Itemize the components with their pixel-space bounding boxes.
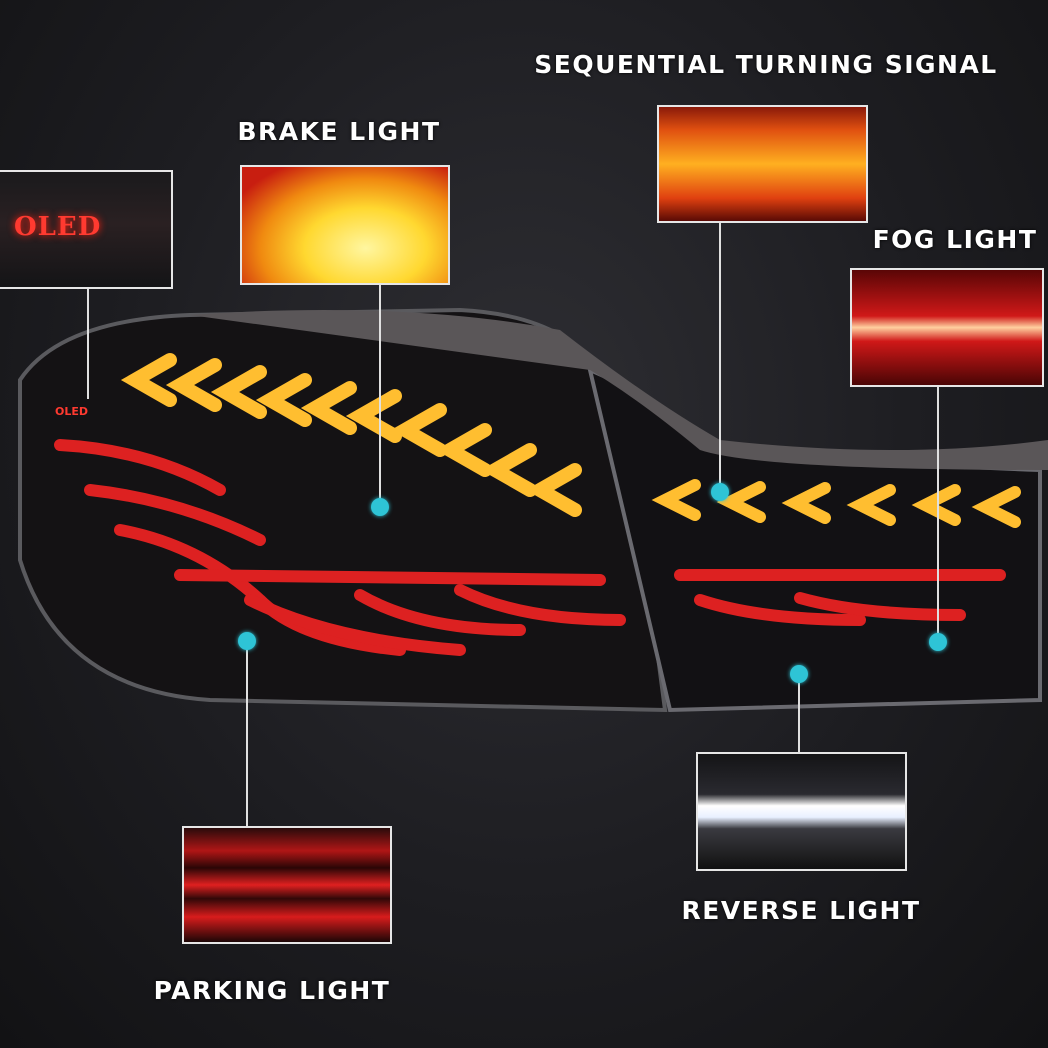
oled-inset: OLED [0, 170, 173, 289]
brake-callout-dot [371, 498, 389, 516]
sequential-callout-dot [711, 483, 729, 501]
fog-light-inset [850, 268, 1044, 387]
parking-light-inset [182, 826, 392, 944]
fog-callout-dot [929, 633, 947, 651]
oled-emblem: OLED [55, 405, 88, 418]
reverse-light-label: REVERSE LIGHT [681, 896, 921, 925]
parking-callout-dot [238, 632, 256, 650]
amber-chevrons-inner [651, 479, 1021, 528]
oled-text: OLED [14, 212, 102, 242]
reverse-light-inset [696, 752, 907, 871]
brake-light-label: BRAKE LIGHT [237, 117, 441, 146]
inner-tail-light-housing [587, 366, 1042, 713]
reverse-callout-dot [790, 665, 808, 683]
amber-chevrons-outer [120, 353, 582, 517]
fog-callout-line [937, 387, 939, 642]
oled-callout-line [87, 289, 89, 399]
fog-light-label: FOG LIGHT [872, 225, 1038, 254]
brake-callout-line [379, 285, 381, 507]
trunk-edge [190, 310, 1048, 470]
red-blades [54, 439, 1006, 656]
parking-light-label: PARKING LIGHT [153, 976, 391, 1005]
brake-light-inset [240, 165, 450, 285]
sequential-signal-label: SEQUENTIAL TURNING SIGNAL [534, 50, 998, 79]
sequential-callout-line [719, 223, 721, 492]
reverse-callout-line [798, 674, 800, 752]
parking-callout-line [246, 641, 248, 826]
sequential-signal-inset [657, 105, 868, 223]
